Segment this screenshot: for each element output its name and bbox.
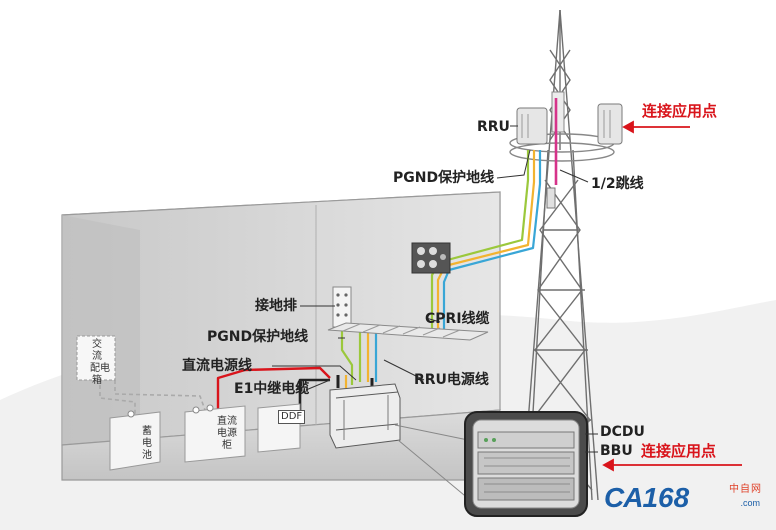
label-e1-cable: E1中继电缆 [234,381,310,397]
brand-logo: CA168 中自网 .com [604,482,764,522]
cables [99,98,558,420]
label-connect-bottom: 连接应用点 [641,442,717,460]
arrow-icon [602,120,742,472]
bbu-cabinet [329,383,401,449]
brand-com: .com [740,498,760,508]
label-rru: RRU [477,119,510,135]
label-bbu: BBU [600,443,633,459]
rru-units [516,91,623,209]
label-ddf: DDF [278,410,306,424]
label-jumper: 1/2跳线 [591,176,644,192]
leader-lines [272,125,598,453]
label-connect-top: 连接应用点 [642,102,718,120]
dc-cabinet-box [184,404,246,463]
ground-bar [332,286,352,328]
label-ground-bar: 接地排 [255,298,297,314]
battery-box [109,410,161,471]
label-dcdu: DCDU [600,424,645,440]
label-rru-power: RRU电源线 [414,372,489,388]
label-battery: 蓄 电 池 [142,426,152,461]
dcdu-bbu-inset [464,411,588,517]
cable-tray [327,322,489,341]
label-ac-box: 交 流 配 电 箱 [90,339,110,386]
ac-box [76,335,116,381]
label-pgnd-mid: PGND保护地线 [207,329,309,345]
brand-zh: 中自网 [729,484,762,495]
brand-ca: CA [604,482,643,513]
label-dc-power-line: 直流电源线 [182,358,252,374]
tower [509,9,615,501]
feeder-window [411,242,451,274]
label-cpri: CPRI线缆 [425,311,490,327]
zoom-lines [394,424,471,501]
label-dc-cabinet: 直流 电源 柜 [217,416,237,451]
brand-num: 168 [642,482,690,513]
label-pgnd-top: PGND保护地线 [393,170,495,186]
